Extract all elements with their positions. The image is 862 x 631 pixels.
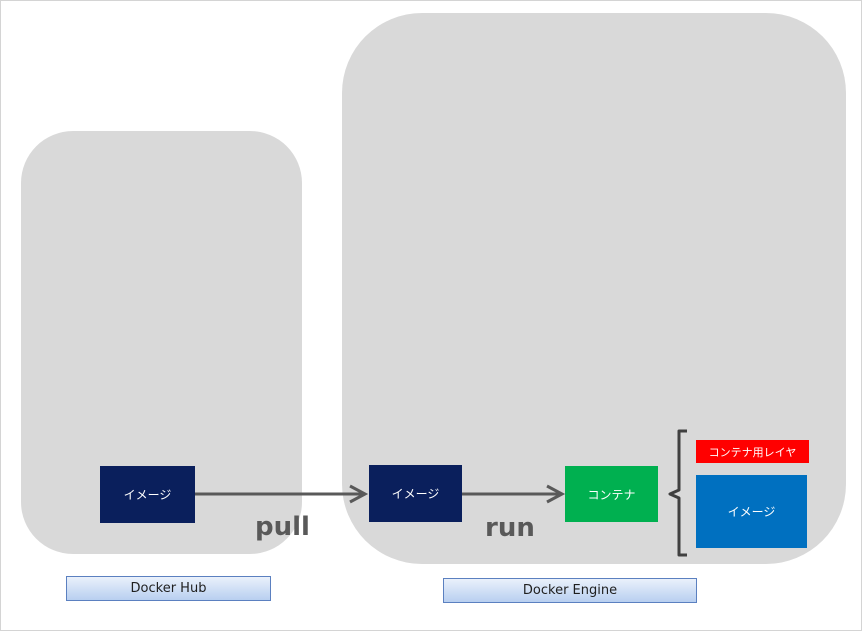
run-command-label: run [485,513,535,543]
engine-image-label: イメージ [391,487,440,501]
container-box: コンテナ [565,466,658,522]
container-label: コンテナ [587,487,636,502]
engine-image-box: イメージ [369,465,462,522]
hub-image-box: イメージ [100,466,195,523]
pull-command-label: pull [255,512,310,542]
docker-hub-caption: Docker Hub [66,576,271,601]
docker-engine-caption: Docker Engine [443,578,697,603]
base-image-label: イメージ [727,505,776,519]
hub-image-label: イメージ [123,488,172,502]
run-arrow [462,484,566,504]
layer-bracket [668,429,687,557]
container-layer-label: コンテナ用レイヤ [708,445,797,459]
pull-arrow [195,484,369,504]
base-image-box: イメージ [696,475,807,548]
container-layer-box: コンテナ用レイヤ [696,440,809,463]
